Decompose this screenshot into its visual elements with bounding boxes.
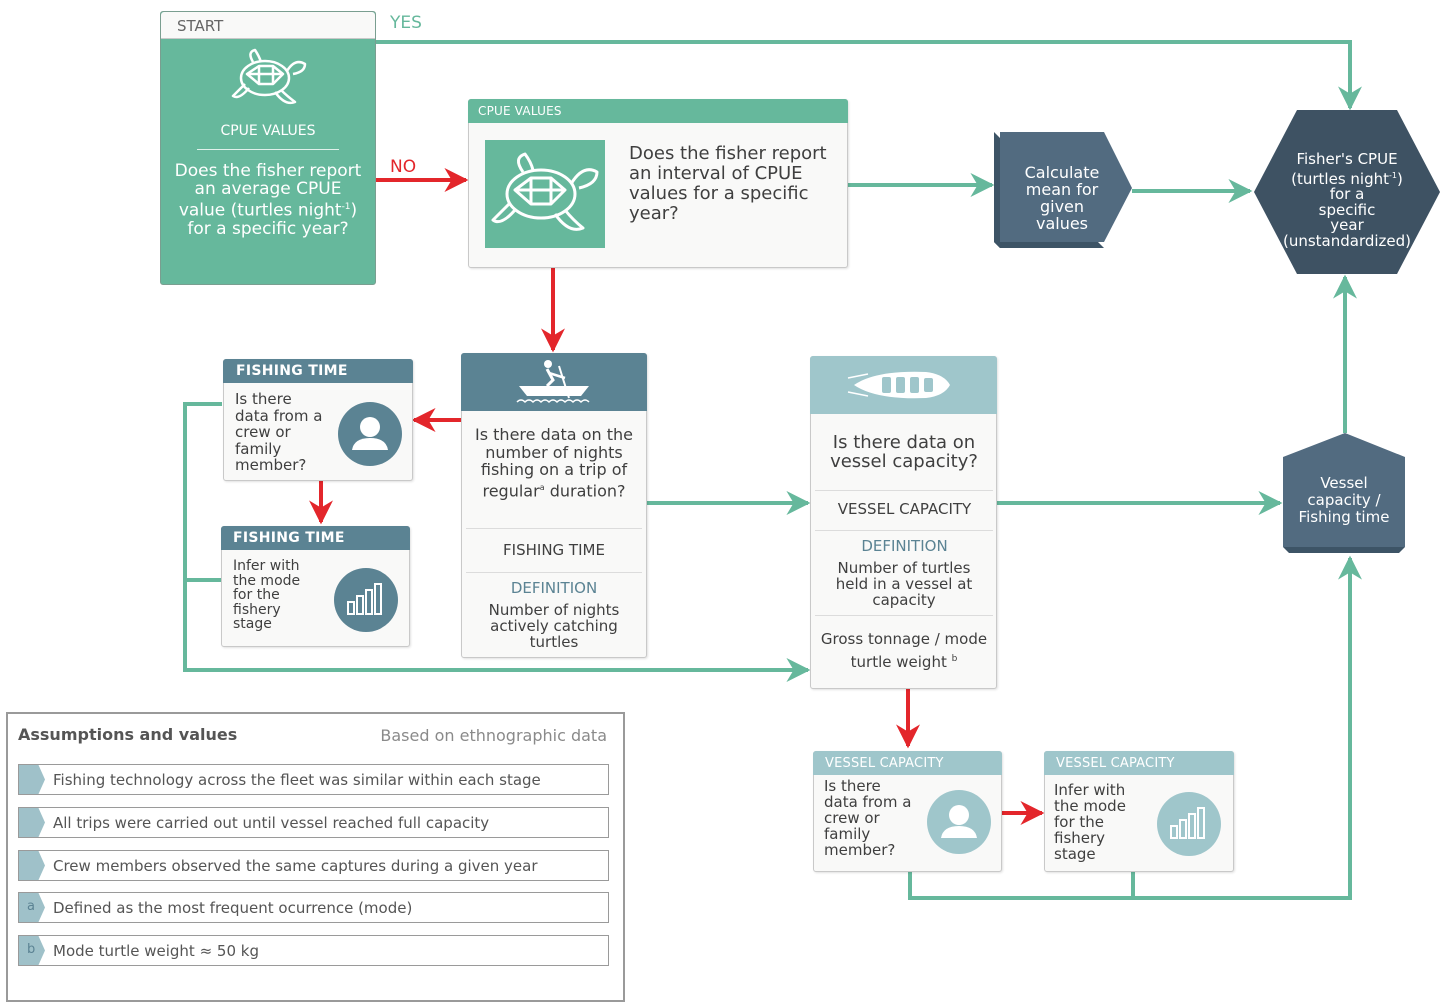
fishing-time-mode-text: Infer with the mode for the fishery stag… [233,558,301,632]
calculate-mean-node: Calculate mean for given values [992,130,1134,250]
yes-label: YES [390,13,422,33]
vessel-capacity-question: Is there data on vessel capacity? [830,432,978,472]
turtle-icon [229,44,309,110]
vessel-crew-node: VESSEL CAPACITY Is there data from a cre… [813,751,1002,872]
assumption-text: Defined as the most frequent ocurrence (… [53,899,413,917]
chevron-marker [19,808,45,837]
person-icon [927,790,991,854]
vessel-mode-tag-bar: VESSEL CAPACITY [1044,751,1234,775]
ratio-node: Vessel capacity / Fishing time [1283,433,1407,555]
assumption-row: Crew members observed the same captures … [18,850,609,881]
vessel-capacity-node: Is there data on vessel capacity? VESSEL… [810,356,997,689]
fishing-time-mode-tag: FISHING TIME [233,530,345,546]
assumptions-source: Based on ethnographic data [380,726,607,745]
fishing-time-mode-node: FISHING TIME Infer with the mode for the… [221,526,410,647]
cpue-result-node: Fisher's CPUE (turtles night-1) for a sp… [1252,110,1442,274]
fishing-time-crew-question: Is there data from a crew or family memb… [235,390,323,474]
vessel-capacity-definition-title: DEFINITION [861,537,948,555]
cpue-interval-question: Does the fisher report an interval of CP… [629,143,827,224]
start-question-pre: Does the fisher report an average CPUE v… [174,161,362,221]
vessel-capacity-note: Gross tonnage / mode turtle weight b [817,629,991,672]
fishing-time-question-pre: Is there data on the number of nights fi… [475,425,633,500]
fishing-time-crew-node: FISHING TIME Is there data from a crew o… [223,359,413,481]
result-line4: (unstandardized) [1282,231,1412,250]
result-line2-pre: (turtles night [1291,169,1389,188]
start-section-label: CPUE VALUES [220,123,316,139]
result-line1: Fisher's CPUE [1296,150,1398,168]
assumption-text: Crew members observed the same captures … [53,857,538,875]
vessel-mode-tag: VESSEL CAPACITY [1056,756,1175,771]
assumption-row: b Mode turtle weight ≈ 50 kg [18,935,609,966]
vessel-crew-tag: VESSEL CAPACITY [825,756,944,771]
boat-topview-icon [846,366,954,404]
fishing-time-question-post: duration? [549,480,626,500]
vessel-mode-text: Infer with the mode for the fishery stag… [1054,781,1126,863]
result-line2: (turtles night-1) [1272,168,1422,188]
fishing-time-loop-connector [183,402,811,682]
ratio-text: Vessel capacity / Fishing time [1298,474,1390,526]
chevron-marker: b [19,936,45,965]
assumptions-title: Assumptions and values [18,725,238,744]
start-question-sup: -1 [341,202,351,212]
vessel-capacity-divider-2 [815,530,993,531]
start-question-post: ) for a specific year? [187,200,358,239]
chevron-marker: a [19,893,45,922]
vessel-capacity-definition: Number of turtles held in a vessel at ca… [835,559,973,609]
fishing-time-crew-tag-bar: FISHING TIME [223,359,413,383]
chevron-marker [19,765,45,794]
rowing-boat-icon [513,358,595,408]
start-divider [197,149,339,150]
fishing-time-divider-1 [466,528,642,529]
fishing-time-mode-tag-bar: FISHING TIME [221,526,410,550]
assumption-row: a Defined as the most frequent ocurrence… [18,892,609,923]
fishing-time-header [461,353,647,411]
vessel-capacity-divider-3 [815,615,993,616]
assumption-row: Fishing technology across the fleet was … [18,764,609,795]
assumption-text: All trips were carried out until vessel … [53,814,490,832]
fishing-time-question-sup: a [539,482,545,492]
assumption-text: Fishing technology across the fleet was … [53,771,541,789]
start-tag: START [177,17,224,35]
vessel-capacity-label: VESSEL CAPACITY [837,500,972,518]
assumption-marker: a [27,899,35,914]
fishing-time-question: Is there data on the number of nights fi… [468,426,640,499]
fishing-time-definition-title: DEFINITION [510,579,598,597]
vessel-capacity-header [810,356,997,414]
assumption-row: All trips were carried out until vessel … [18,807,609,838]
vessel-mode-node: VESSEL CAPACITY Infer with the mode for … [1044,751,1234,872]
result-line2-sup: -1 [1389,170,1397,180]
person-icon [338,402,402,466]
vessel-crew-tag-bar: VESSEL CAPACITY [813,751,1002,775]
turtle-icon [485,140,605,248]
bar-chart-icon [334,568,398,632]
start-question: Does the fisher report an average CPUE v… [173,162,363,238]
fishing-time-crew-tag: FISHING TIME [236,363,348,379]
fishing-time-divider-2 [466,572,642,573]
fishing-time-node: Is there data on the number of nights fi… [461,353,647,658]
fishing-time-definition: Number of nights actively catching turtl… [488,601,620,651]
start-node: START CPUE VALUES Does the fisher report… [160,11,376,285]
yes-connector [376,40,1362,111]
chevron-marker [19,851,45,880]
bar-chart-icon [1157,792,1221,856]
start-tag-bar: START [161,12,375,39]
assumption-text: Mode turtle weight ≈ 50 kg [53,942,259,960]
vessel-capacity-divider-1 [815,490,993,491]
calculate-mean-text: Calculate mean for given values [1024,163,1100,233]
vessel-loop-connector [908,555,1362,900]
vessel-capacity-note-sup: b [951,654,958,664]
cpue-interval-tag: CPUE VALUES [478,104,562,118]
vessel-crew-question: Is there data from a crew or family memb… [824,777,912,859]
no-label: NO [390,157,417,177]
fishing-time-label: FISHING TIME [503,541,605,559]
vessel-capacity-note-pre: Gross tonnage / mode turtle weight [820,630,988,671]
result-line3: for a specific year [1318,185,1376,234]
result-line2-post: ) [1396,169,1403,188]
cpue-interval-tag-bar: CPUE VALUES [468,99,848,123]
cpue-interval-node: CPUE VALUES Does the fisher report an in… [468,99,848,268]
cpue-result-text: Fisher's CPUE (turtles night-1) for a sp… [1272,150,1422,250]
assumption-marker: b [27,942,36,957]
